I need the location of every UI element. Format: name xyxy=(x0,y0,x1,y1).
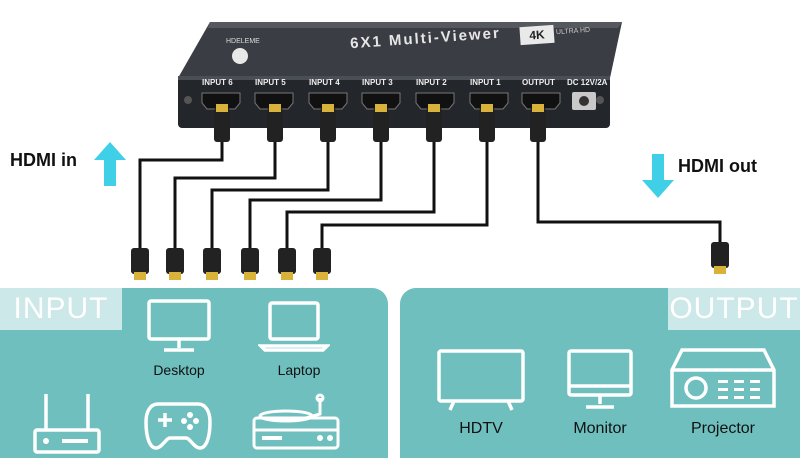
hdmi-cables xyxy=(131,104,729,280)
input-panel-title: INPUT xyxy=(0,288,122,330)
brand-logo xyxy=(232,48,248,64)
gamepad-icon xyxy=(144,402,212,450)
laptop-icon xyxy=(258,301,330,352)
output-panel-title: OUTPUT xyxy=(668,288,800,330)
projector-icon xyxy=(670,348,776,408)
power-label: DC 12V/2A xyxy=(567,78,608,87)
hdtv-icon xyxy=(437,349,525,411)
port-label-input-2: INPUT 2 xyxy=(416,78,447,87)
port-label-input-6: INPUT 6 xyxy=(202,78,233,87)
desktop-label: Desktop xyxy=(153,362,205,378)
desktop-icon xyxy=(147,299,211,352)
monitor-label: Monitor xyxy=(573,420,627,437)
arrow-down-icon xyxy=(642,154,674,198)
monitor-icon xyxy=(567,349,633,409)
turntable-icon xyxy=(252,393,340,450)
device-connectors xyxy=(214,104,546,142)
brand-name: HDELEME xyxy=(226,38,260,45)
projector-label: Projector xyxy=(690,420,756,437)
port-label-output: OUTPUT xyxy=(522,78,555,87)
laptop-label: Laptop xyxy=(277,362,321,378)
arrow-up-icon xyxy=(94,142,126,186)
hdmi-ports xyxy=(201,92,596,110)
router-box-icon xyxy=(33,394,101,454)
hdmi-out-label: HDMI out xyxy=(678,156,757,176)
hdmi-in-label: HDMI in xyxy=(10,150,77,170)
port-label-input-1: INPUT 1 xyxy=(470,78,501,87)
port-label-input-5: INPUT 5 xyxy=(255,78,286,87)
hdtv-label: HDTV xyxy=(459,420,503,437)
bottom-connectors xyxy=(131,242,729,280)
port-label-input-3: INPUT 3 xyxy=(362,78,393,87)
port-label-input-4: INPUT 4 xyxy=(309,78,340,87)
